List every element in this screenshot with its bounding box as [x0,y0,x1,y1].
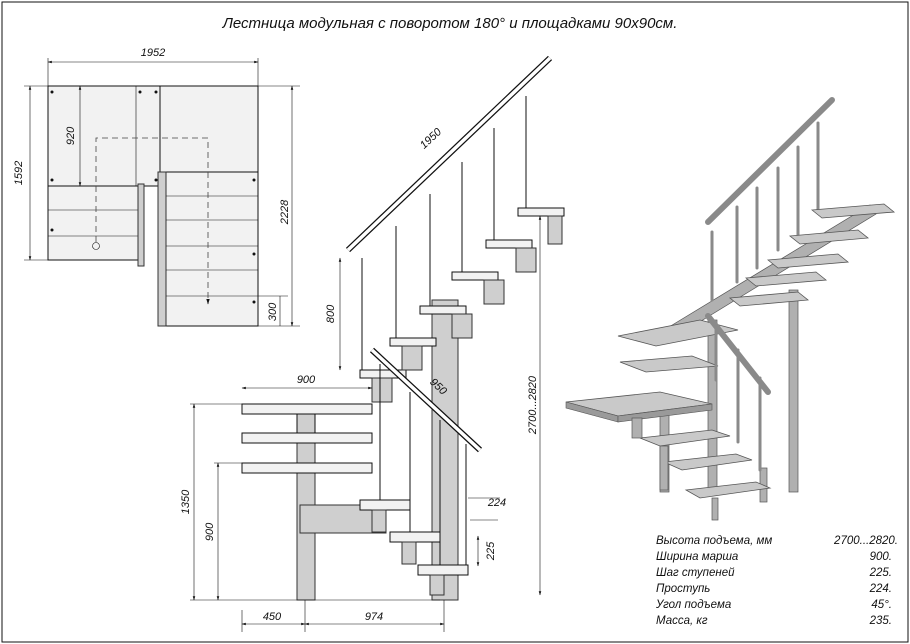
dim-height-lower-landing: 900 [204,522,216,541]
dim-total-depth: 1592 [13,161,25,185]
iso-upper-handrail [705,97,835,225]
elev-lower-handrail [370,348,482,452]
dim-landing-width: 900 [297,374,316,386]
plan-landing [47,85,161,187]
dim-riser: 225 [485,541,497,561]
spec-value-4: 45°. [871,599,892,611]
dim-run-length: 2228 [279,199,291,225]
plan-stringer [137,183,145,267]
dim-landing-depth: 920 [65,126,77,145]
dim-going: 224 [487,497,506,509]
spec-value-1: 900. [870,551,892,563]
elevation-view: 800 1950 2700...2820 950 900 1350 900 22… [180,55,565,632]
dim-handrail-height: 800 [325,304,337,323]
dim-base-right: 974 [365,611,383,623]
elev-upper-handrail [346,56,552,252]
dim-base-left: 450 [263,611,282,623]
spec-value-3: 224. [869,583,892,595]
walk-start-marker [92,242,100,250]
isometric-view [565,97,896,521]
spec-value-0: 2700...2820. [833,535,898,547]
elev-landing-step-2 [241,462,373,474]
elev-upper-landing [241,403,373,415]
spec-label-2: Шаг ступеней [656,567,735,579]
spec-label-3: Проступь [656,583,710,595]
plan-upper-run [159,85,259,175]
elev-upper-steps [359,207,565,403]
spec-label-0: Высота подъема, мм [656,535,772,547]
dim-rise-total: 2700...2820 [527,375,539,435]
plan-view: 1952 1592 920 2228 300 [13,47,300,327]
dim-handrail-length: 1950 [418,125,445,151]
elev-balusters [361,96,527,370]
elev-central-column [431,299,459,601]
walk-line [95,137,210,305]
spec-label-4: Угол подъема [655,599,731,611]
spec-label-5: Масса, кг [656,615,708,627]
dim-height-upper-landing: 1350 [180,489,192,514]
spec-value-5: 235. [869,615,892,627]
dim-total-width: 1952 [141,47,165,59]
elev-landing-step-1 [241,432,373,444]
spec-table: Высота подъема, мм 2700...2820. Ширина м… [655,535,898,627]
drawing-title: Лестница модульная с поворотом 180° и пл… [222,15,678,32]
spec-value-2: 225. [869,567,892,579]
spec-label-1: Ширина марша [656,551,738,563]
dim-last-step: 300 [267,302,279,321]
